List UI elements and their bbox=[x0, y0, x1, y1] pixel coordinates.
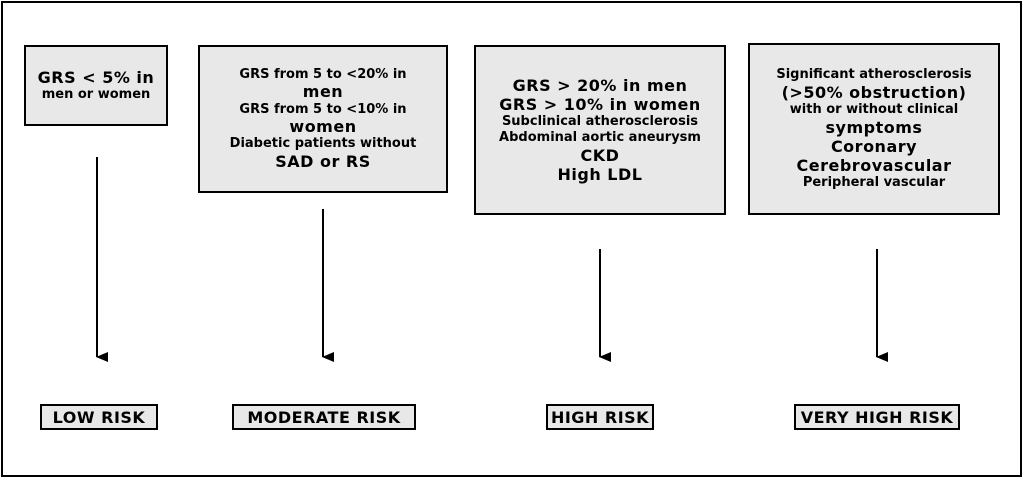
criteria-line: Subclinical atherosclerosis bbox=[501, 114, 699, 130]
criteria-line: GRS from 5 to <10% in bbox=[239, 101, 407, 117]
criteria-line: Significant atherosclerosis bbox=[776, 67, 972, 83]
criteria-box-high: GRS > 20% in men GRS > 10% in women Subc… bbox=[474, 45, 726, 215]
criteria-line: GRS > 10% in women bbox=[499, 95, 701, 115]
criteria-line: Peripheral vascular bbox=[802, 175, 946, 191]
criteria-line: GRS > 20% in men bbox=[512, 76, 688, 96]
criteria-line: Diabetic patients without bbox=[229, 136, 417, 152]
criteria-line: SAD or RS bbox=[275, 151, 371, 171]
criteria-line: (>50% obstruction) bbox=[781, 82, 967, 102]
criteria-line: men bbox=[302, 82, 344, 102]
risk-label-high: HIGH RISK bbox=[546, 404, 654, 430]
criteria-line: GRS from 5 to <20% in bbox=[239, 66, 407, 82]
criteria-line: CKD bbox=[580, 145, 620, 165]
criteria-line: GRS < 5% in bbox=[37, 68, 155, 88]
criteria-line: men or women bbox=[41, 87, 151, 103]
criteria-line: with or without clinical bbox=[789, 102, 959, 118]
criteria-box-moderate: GRS from 5 to <20% in men GRS from 5 to … bbox=[198, 45, 448, 193]
criteria-line: Coronary bbox=[830, 136, 918, 156]
criteria-line: High LDL bbox=[557, 164, 643, 184]
criteria-line: Abdominal aortic aneurysm bbox=[499, 130, 701, 145]
criteria-line: women bbox=[289, 117, 357, 137]
risk-label-very-high: VERY HIGH RISK bbox=[794, 404, 960, 430]
criteria-box-low: GRS < 5% in men or women bbox=[24, 45, 168, 126]
risk-label-moderate: MODERATE RISK bbox=[232, 404, 416, 430]
criteria-line: symptoms bbox=[825, 117, 923, 137]
criteria-line: Cerebrovascular bbox=[796, 155, 952, 175]
risk-label-low: LOW RISK bbox=[40, 404, 158, 430]
criteria-box-very-high: Significant atherosclerosis (>50% obstru… bbox=[748, 43, 1000, 215]
